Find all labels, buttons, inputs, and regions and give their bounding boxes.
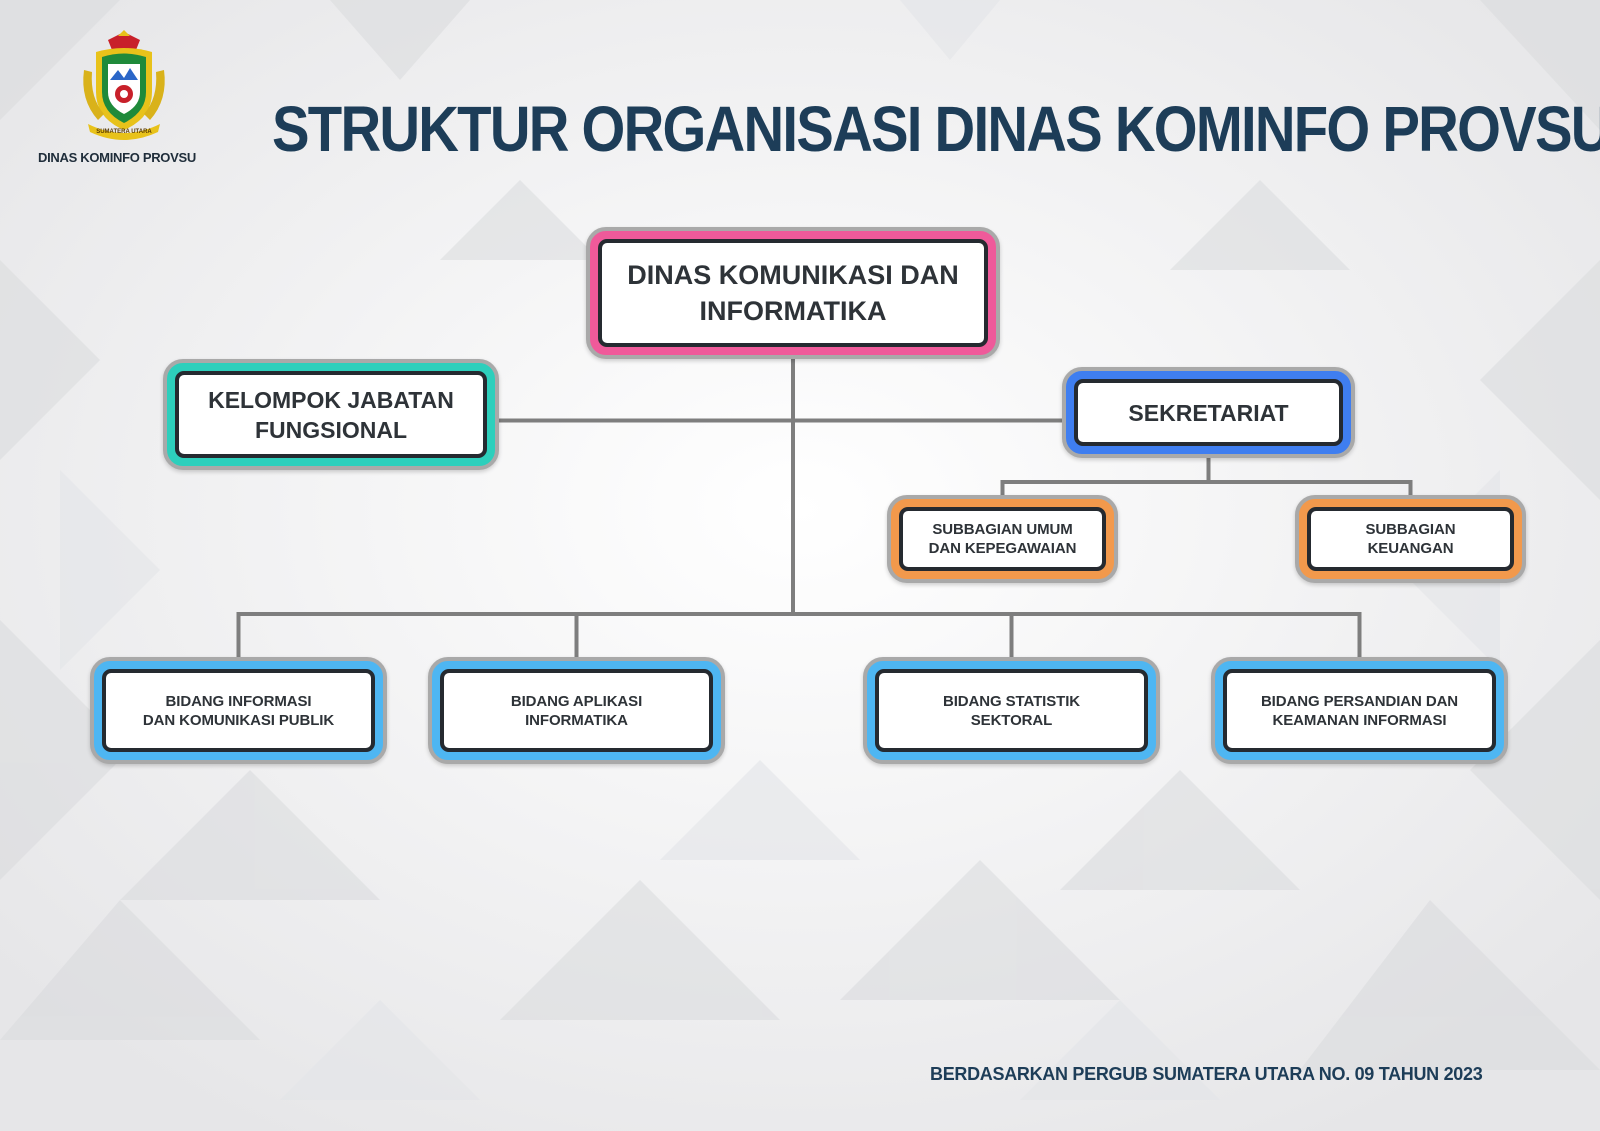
- svg-text:SUMATERA UTARA: SUMATERA UTARA: [96, 129, 152, 135]
- edge-sekretariat-to-sub_umum: [1000, 458, 1211, 495]
- logo-caption: DINAS KOMINFO PROVSU: [38, 150, 196, 165]
- node-sekretariat: SEKRETARIAT: [1062, 367, 1355, 458]
- legal-basis-note: BERDASARKAN PERGUB SUMATERA UTARA NO. 09…: [930, 1064, 1483, 1084]
- edge-sekretariat-to-sub_keuangan: [1206, 458, 1413, 495]
- node-bidang-persandian-keamanan-informasi: BIDANG PERSANDIAN DAN KEAMANAN INFORMASI: [1211, 657, 1508, 764]
- page-title: STRUKTUR ORGANISASI DINAS KOMINFO PROVSU: [272, 93, 1600, 165]
- node-sekretariat-label: SEKRETARIAT: [1074, 379, 1343, 446]
- edge-head-to-sekretariat: [791, 359, 1062, 423]
- node-subbagian-umum: SUBBAGIAN UMUM DAN KEPEGAWAIAN: [887, 495, 1118, 583]
- node-kelompok-jabatan-fungsional: KELOMPOK JABATAN FUNGSIONAL: [163, 359, 499, 470]
- edge-head-to-bidang_aptika: [574, 359, 795, 657]
- node-head-label: DINAS KOMUNIKASI DAN INFORMATIKA: [598, 239, 988, 347]
- edge-head-to-bidang_persandian: [791, 359, 1362, 657]
- node-fungsional-label: KELOMPOK JABATAN FUNGSIONAL: [175, 371, 487, 458]
- node-bidang-statistik-label: BIDANG STATISTIK SEKTORAL: [875, 669, 1148, 752]
- node-bidang-statistik-sektoral: BIDANG STATISTIK SEKTORAL: [863, 657, 1160, 764]
- node-bidang-aptika-label: BIDANG APLIKASI INFORMATIKA: [440, 669, 713, 752]
- province-emblem-logo: SUMATERA UTARA: [78, 30, 170, 142]
- node-bidang-persandian-label: BIDANG PERSANDIAN DAN KEAMANAN INFORMASI: [1223, 669, 1496, 752]
- node-bidang-informasi-komunikasi-publik: BIDANG INFORMASI DAN KOMUNIKASI PUBLIK: [90, 657, 387, 764]
- node-head-dinas: DINAS KOMUNIKASI DAN INFORMATIKA: [586, 227, 1000, 359]
- node-subbagian-keuangan: SUBBAGIAN KEUANGAN: [1295, 495, 1526, 583]
- node-bidang-aplikasi-informatika: BIDANG APLIKASI INFORMATIKA: [428, 657, 725, 764]
- node-sub-keuangan-label: SUBBAGIAN KEUANGAN: [1307, 507, 1514, 571]
- node-sub-umum-label: SUBBAGIAN UMUM DAN KEPEGAWAIAN: [899, 507, 1106, 571]
- edge-head-to-fungsional: [499, 359, 795, 423]
- node-bidang-ikp-label: BIDANG INFORMASI DAN KOMUNIKASI PUBLIK: [102, 669, 375, 752]
